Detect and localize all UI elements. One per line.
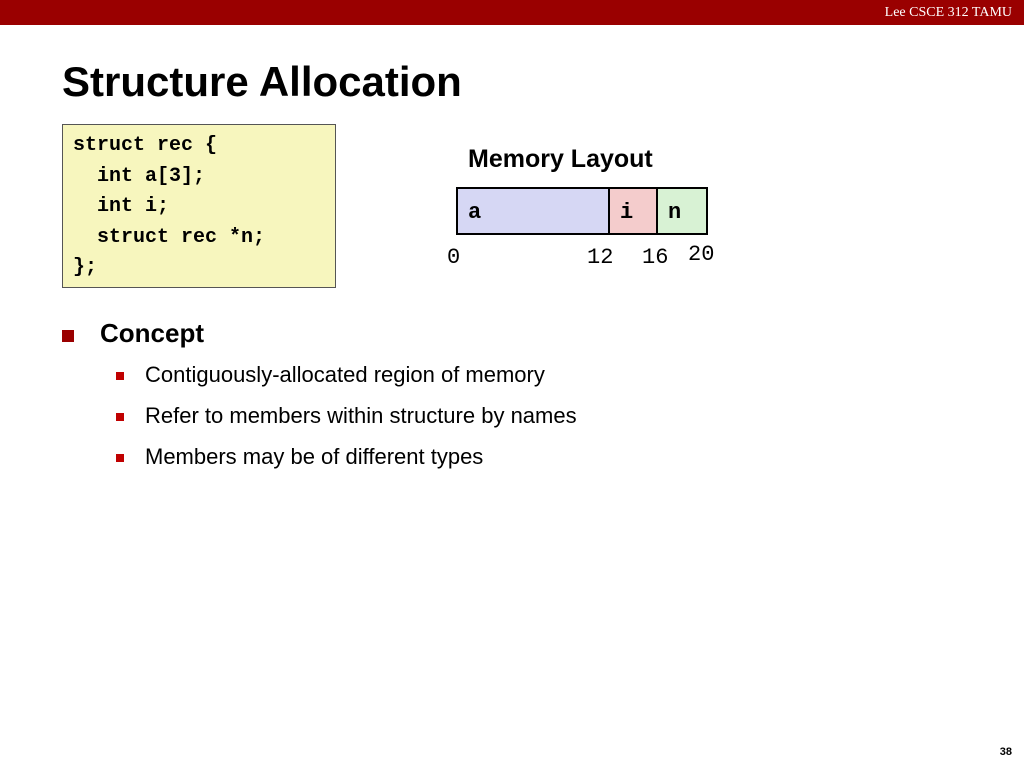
offset-12: 12: [587, 245, 614, 270]
memory-cell-a: a: [456, 187, 610, 235]
offset-0: 0: [447, 245, 461, 270]
bullet-list: Concept Contiguously-allocated region of…: [62, 318, 962, 483]
offset-20: 20: [688, 242, 715, 267]
bullet-item-text: Contiguously-allocated region of memory: [145, 362, 545, 387]
code-text: struct rec { int a[3]; int i; struct rec…: [73, 134, 266, 279]
square-bullet-icon: [116, 454, 124, 462]
bullet-level1: Concept: [62, 318, 962, 360]
slide-title: Structure Allocation: [62, 58, 462, 105]
square-bullet-icon: [62, 330, 74, 342]
offset-16: 16: [642, 245, 669, 270]
bullet-item-text: Refer to members within structure by nam…: [145, 403, 577, 428]
square-bullet-icon: [116, 372, 124, 380]
memory-cell-i: i: [608, 187, 658, 235]
header-bar: Lee CSCE 312 TAMU: [0, 0, 1024, 25]
bullet-item-text: Members may be of different types: [145, 444, 484, 469]
page-number: 38: [999, 746, 1012, 758]
memory-layout-diagram: a i n: [456, 187, 708, 239]
bullet-item: Contiguously-allocated region of memory: [62, 360, 962, 401]
square-bullet-icon: [116, 413, 124, 421]
bullet-heading: Concept: [100, 318, 204, 348]
memory-cell-n: n: [656, 187, 708, 235]
bullet-item: Members may be of different types: [62, 442, 962, 483]
code-block: struct rec { int a[3]; int i; struct rec…: [62, 124, 336, 288]
bullet-item: Refer to members within structure by nam…: [62, 401, 962, 442]
memory-layout-title: Memory Layout: [468, 145, 653, 173]
course-label: Lee CSCE 312 TAMU: [884, 5, 1012, 20]
